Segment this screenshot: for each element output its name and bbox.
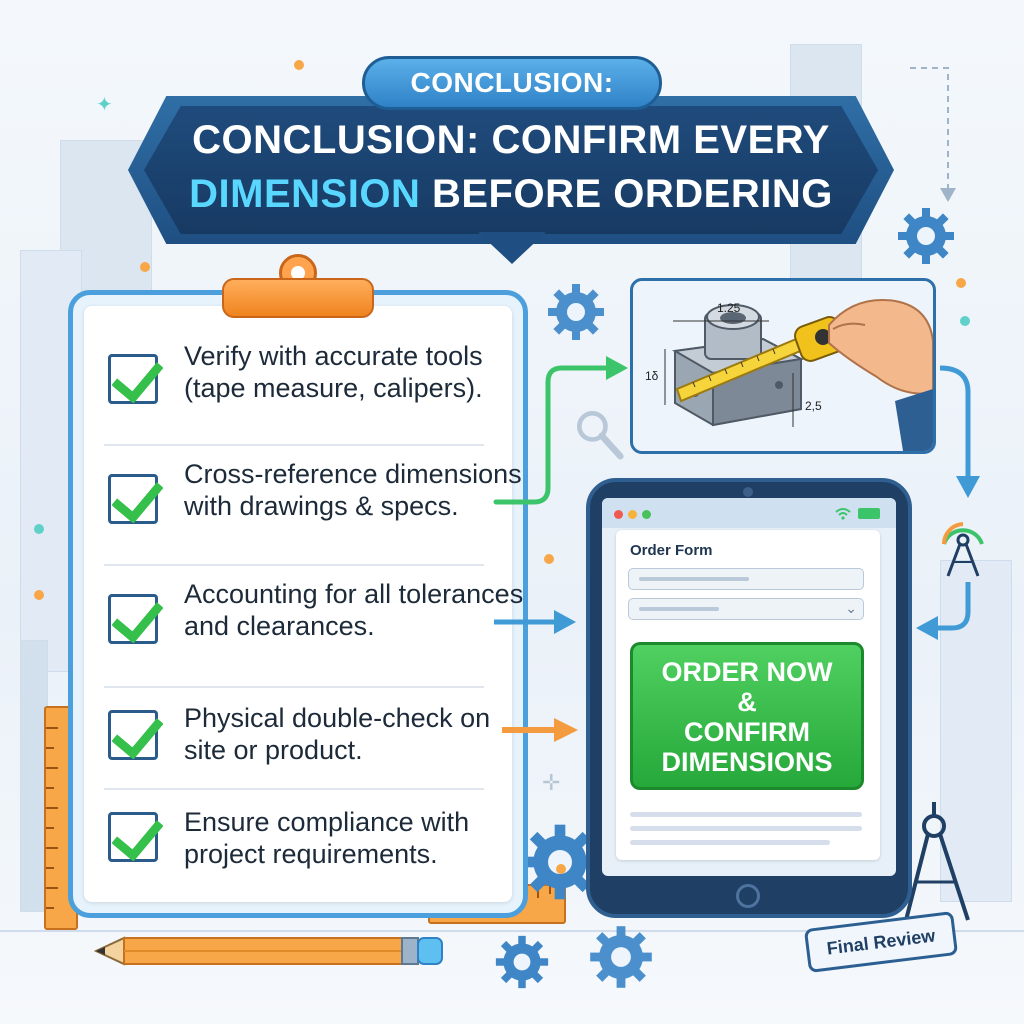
checklist-item-text: Ensure compliance with project requireme…: [184, 807, 470, 869]
order-button-line-2: &: [737, 687, 757, 717]
dimension-label-top: 1.25: [717, 301, 741, 315]
checklist-item: Cross-reference dimensions with drawings…: [104, 456, 522, 556]
order-form-select[interactable]: ⌄: [628, 598, 864, 620]
sparkle-dot: [556, 864, 566, 874]
title-accent-word: DIMENSION: [189, 172, 421, 216]
gear-icon: [590, 926, 652, 988]
checkmark-icon: [108, 812, 158, 862]
checklist-item-text: Cross-reference dimensions with drawings…: [184, 459, 522, 521]
page-title-line-1: CONCLUSION: CONFIRM EVERY: [192, 118, 830, 162]
measurement-image: 1.25 1δ 2,5: [630, 278, 936, 454]
checklist-item: Ensure compliance with project requireme…: [104, 806, 504, 886]
order-button-line-1: ORDER NOW: [661, 657, 833, 687]
clipboard-clip: [222, 278, 374, 318]
text-placeholder-line: [630, 840, 830, 845]
battery-icon: [858, 508, 880, 519]
window-minimize-dot[interactable]: [628, 510, 637, 519]
checklist-item: Accounting for all tolerances and cleara…: [104, 576, 523, 676]
checkmark-icon: [108, 710, 158, 760]
order-form-title: Order Form: [630, 542, 713, 559]
text-placeholder-line: [630, 812, 862, 817]
sparkle-dot: [34, 524, 44, 534]
order-button-line-4: DIMENSIONS: [661, 747, 833, 777]
background-building: [940, 560, 1012, 902]
compass-icon: [902, 802, 970, 929]
chevron-down-icon: ⌄: [845, 600, 857, 616]
sparkle-dot: [140, 262, 150, 272]
background-building: [20, 640, 48, 912]
title-banner-tail: [478, 232, 546, 264]
dashed-guide-arrow: [910, 67, 956, 202]
order-form-input[interactable]: [628, 568, 864, 590]
title-banner: [144, 106, 878, 234]
dimension-label-left: 1δ: [645, 369, 659, 383]
order-button-line-3: CONFIRM: [684, 717, 810, 747]
dimension-label-right: 2,5: [805, 399, 822, 413]
checkmark-icon: [108, 594, 158, 644]
conclusion-pill: CONCLUSION:: [362, 56, 662, 110]
sparkle-star: ✛: [542, 770, 561, 795]
divider: [104, 564, 484, 566]
sparkle-dot: [294, 60, 304, 70]
tablet-camera: [743, 487, 753, 497]
gear-icon: [495, 935, 549, 989]
wifi-icon: [835, 508, 851, 520]
window-close-dot[interactable]: [614, 510, 623, 519]
sparkle-dot: [960, 316, 970, 326]
sparkle-dot: [34, 590, 44, 600]
final-review-stamp: Final Review: [803, 911, 959, 973]
checklist-item: Physical double-check on site or product…: [104, 702, 504, 782]
checklist-item-text: Physical double-check on site or product…: [184, 703, 491, 765]
sparkle-star: ✦: [96, 94, 113, 116]
checkmark-icon: [108, 474, 158, 524]
flow-arrows: [493, 356, 980, 742]
gear-icon: [548, 284, 604, 340]
ground-line: [0, 930, 1024, 932]
sparkle-dot: [956, 278, 966, 288]
browser-bar: [602, 498, 896, 528]
gear-icon: [898, 208, 954, 264]
checklist-item: Verify with accurate tools (tape measure…: [104, 340, 504, 440]
compass-icon: [941, 522, 984, 577]
divider: [104, 444, 484, 446]
checklist-item-text: Accounting for all tolerances and cleara…: [184, 579, 524, 641]
window-maximize-dot[interactable]: [642, 510, 651, 519]
divider: [104, 686, 484, 688]
title-rest: BEFORE ORDERING: [420, 172, 833, 216]
gear-icon: [522, 824, 598, 900]
sparkle-dot: [544, 554, 554, 564]
text-placeholder-line: [630, 826, 862, 831]
order-now-button[interactable]: ORDER NOW & CONFIRM DIMENSIONS: [630, 642, 864, 790]
divider: [104, 788, 484, 790]
pencil-icon: [94, 936, 443, 966]
checklist-item-text: Verify with accurate tools (tape measure…: [184, 341, 483, 403]
tablet-home-button[interactable]: [736, 884, 760, 908]
checkmark-icon: [108, 354, 158, 404]
gear-icon: [577, 411, 624, 460]
page-title-line-2: DIMENSION BEFORE ORDERING: [144, 172, 878, 217]
